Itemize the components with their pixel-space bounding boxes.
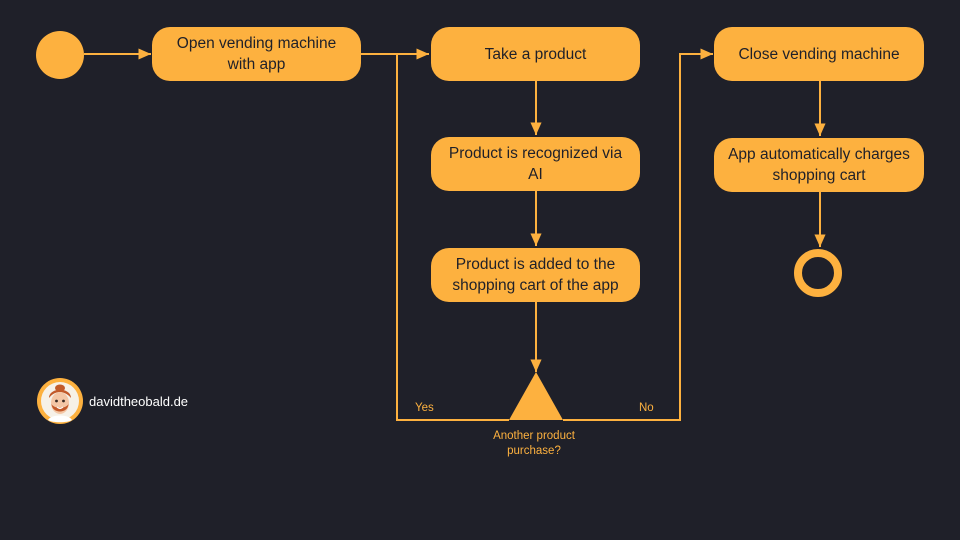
node-added-to-cart: Product is added to the shopping cart of… bbox=[431, 248, 640, 302]
site-name: davidtheobald.de bbox=[89, 393, 189, 409]
edge-yes-loop bbox=[396, 54, 509, 421]
decision-triangle bbox=[509, 372, 563, 420]
node-product-recognized: Product is recognized via AI bbox=[431, 137, 640, 191]
decision-label: Another product purchase? bbox=[493, 430, 575, 457]
end-node bbox=[794, 249, 842, 297]
branding: davidtheobald.de bbox=[37, 378, 188, 424]
node-charges-cart: App automatically charges shopping cart bbox=[714, 138, 924, 192]
start-node bbox=[36, 31, 84, 79]
no-label: No bbox=[639, 402, 654, 414]
node-open-machine: Open vending machine with app bbox=[152, 27, 361, 81]
avatar-icon bbox=[37, 378, 83, 424]
node-take-product: Take a product bbox=[431, 27, 640, 81]
yes-label: Yes bbox=[415, 402, 434, 414]
node-close-machine: Close vending machine bbox=[714, 27, 924, 81]
edge-no-branch bbox=[563, 48, 713, 421]
